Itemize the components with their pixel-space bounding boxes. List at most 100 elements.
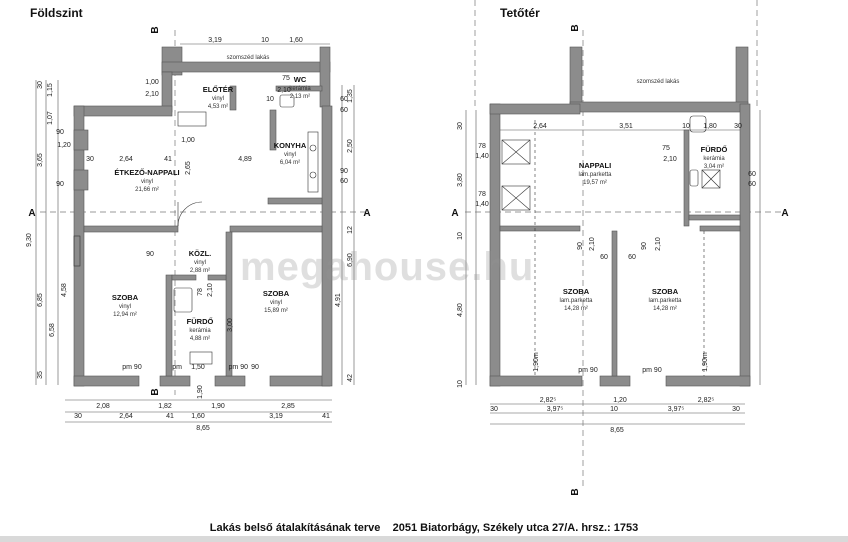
dim-text: pm 90 bbox=[578, 367, 598, 374]
dim-text: 2,10 bbox=[655, 237, 662, 251]
room-area: 21,66 m² bbox=[135, 187, 159, 193]
dim-text: 90 bbox=[577, 242, 584, 250]
dim-text: 78 bbox=[478, 143, 486, 150]
attic-details bbox=[501, 115, 721, 376]
room-area: 15,89 m² bbox=[264, 308, 288, 314]
attic-room-labels: NAPPALI lam.parketta 19,57 m² FÜRDŐ kerá… bbox=[559, 145, 727, 312]
dim-text: 1,40 bbox=[475, 201, 489, 208]
plan-caption: Lakás belső átalakításának terve 2051 Bi… bbox=[209, 522, 639, 534]
dim-text: 2,50 bbox=[347, 139, 354, 153]
room-area: 2,13 m² bbox=[290, 94, 310, 100]
dim-text: 30 bbox=[490, 406, 498, 413]
dim-text: 2,82⁵ bbox=[698, 397, 715, 404]
dim-text: 10 bbox=[261, 37, 269, 44]
ground-dimension-texts: 3,19 10 1,60 2,08 1,82 1,90 2,85 30 2,64… bbox=[26, 37, 354, 432]
room-name: SZOBA bbox=[563, 287, 590, 296]
dim-text: 10 bbox=[610, 406, 618, 413]
dim-text: 2,82⁵ bbox=[540, 397, 557, 404]
dim-text: 1,82 bbox=[158, 403, 172, 410]
room-name: SZOBA bbox=[263, 289, 290, 298]
dim-text: 90 bbox=[641, 242, 648, 250]
room-area: 14,28 m² bbox=[653, 306, 677, 312]
section-a-marker: A bbox=[363, 208, 370, 219]
dim-text: 90 bbox=[56, 129, 64, 136]
dim-text: 3,65 bbox=[37, 153, 44, 167]
room-name: ÉTKEZŐ-NAPPALI bbox=[114, 168, 179, 177]
dim-text: 75 bbox=[662, 145, 670, 152]
room-floor: kerámia bbox=[189, 328, 211, 334]
dim-text: 30 bbox=[457, 122, 464, 130]
dim-text: 1,60 bbox=[289, 37, 303, 44]
dim-text: 10 bbox=[266, 96, 274, 103]
dim-text: 41 bbox=[164, 156, 172, 163]
dim-text: 6,58 bbox=[49, 323, 56, 337]
dim-text: 35 bbox=[37, 371, 44, 379]
dim-text: 41 bbox=[322, 413, 330, 420]
ground-floor-walls bbox=[73, 46, 333, 387]
room-area: 4,88 m² bbox=[190, 336, 210, 342]
room-name: SZOBA bbox=[652, 287, 679, 296]
dim-text: 12 bbox=[347, 226, 354, 234]
dim-text: 1,90m bbox=[533, 352, 540, 372]
dim-text: 30 bbox=[37, 81, 44, 89]
room-floor: vinyl bbox=[194, 260, 206, 266]
dim-text: 1,60 bbox=[191, 413, 205, 420]
neighbour-label: szomszéd lakás bbox=[227, 55, 270, 61]
dim-text: 2,10 bbox=[663, 156, 677, 163]
dim-text: 1,35 bbox=[347, 89, 354, 103]
dim-text: 1,07 bbox=[47, 111, 54, 125]
dim-text: 1,90 bbox=[211, 403, 225, 410]
dim-text: 78 bbox=[478, 191, 486, 198]
ground-floor-heading: Földszint bbox=[30, 6, 83, 20]
room-floor: kerámia bbox=[289, 86, 311, 92]
watermark: megahouse.hu bbox=[240, 245, 535, 289]
room-area: 4,53 m² bbox=[208, 104, 228, 110]
dim-text: 2,10 bbox=[277, 87, 291, 94]
dim-text: 8,65 bbox=[196, 425, 210, 432]
dim-text: 1,80 bbox=[703, 123, 717, 130]
room-name: WC bbox=[294, 75, 307, 84]
section-markers: A A A A B B B B bbox=[28, 24, 788, 495]
dim-text: pm 90 bbox=[122, 364, 142, 371]
room-name: KÖZL. bbox=[189, 249, 212, 258]
room-area: 12,94 m² bbox=[113, 312, 137, 318]
dim-text: 1,40 bbox=[475, 153, 489, 160]
attic-walls bbox=[489, 46, 751, 387]
room-area: 2,88 m² bbox=[190, 268, 210, 274]
room-floor: kerámia bbox=[703, 156, 725, 162]
room-floor: vinyl bbox=[284, 152, 296, 158]
room-name: KONYHA bbox=[274, 141, 307, 150]
dim-text: pm 90 bbox=[642, 367, 662, 374]
section-b-marker: B bbox=[150, 388, 161, 395]
dim-text: 2,10 bbox=[207, 283, 214, 297]
dim-text: 3,00 bbox=[227, 318, 234, 332]
dim-text: 30 bbox=[74, 413, 82, 420]
room-name: NAPPALI bbox=[579, 161, 611, 170]
dim-text: 2,10 bbox=[589, 237, 596, 251]
section-lines bbox=[40, 0, 785, 490]
dim-text: 3,97⁵ bbox=[668, 406, 685, 413]
section-b-marker: B bbox=[570, 488, 581, 495]
room-name: FÜRDŐ bbox=[701, 145, 728, 154]
dim-text: 9,30 bbox=[26, 233, 33, 247]
ground-room-labels: ELŐTÉR vinyl 4,53 m² WC kerámia 2,13 m² … bbox=[112, 75, 311, 342]
dim-text: 90 bbox=[146, 251, 154, 258]
dim-text: 1,90 bbox=[197, 385, 204, 399]
dim-text: 1,00 bbox=[145, 79, 159, 86]
dim-text: 3,51 bbox=[619, 123, 633, 130]
dimension-lines bbox=[35, 43, 761, 425]
section-a-marker: A bbox=[781, 208, 788, 219]
dim-text: 3,80 bbox=[457, 173, 464, 187]
ground-floor-details bbox=[73, 94, 319, 365]
dim-text: 1,50 bbox=[191, 364, 205, 371]
dim-text: 4,91 bbox=[335, 293, 342, 307]
dim-text: 3,97⁵ bbox=[547, 406, 564, 413]
room-floor: vinyl bbox=[119, 304, 131, 310]
attic-heading: Tetőtér bbox=[500, 6, 540, 20]
dim-text: pm bbox=[172, 364, 182, 371]
room-area: 3,04 m² bbox=[704, 164, 724, 170]
dim-text: 30 bbox=[86, 156, 94, 163]
dim-text: 30 bbox=[734, 123, 742, 130]
dim-text: 2,64 bbox=[119, 413, 133, 420]
dim-text: 60 bbox=[340, 178, 348, 185]
